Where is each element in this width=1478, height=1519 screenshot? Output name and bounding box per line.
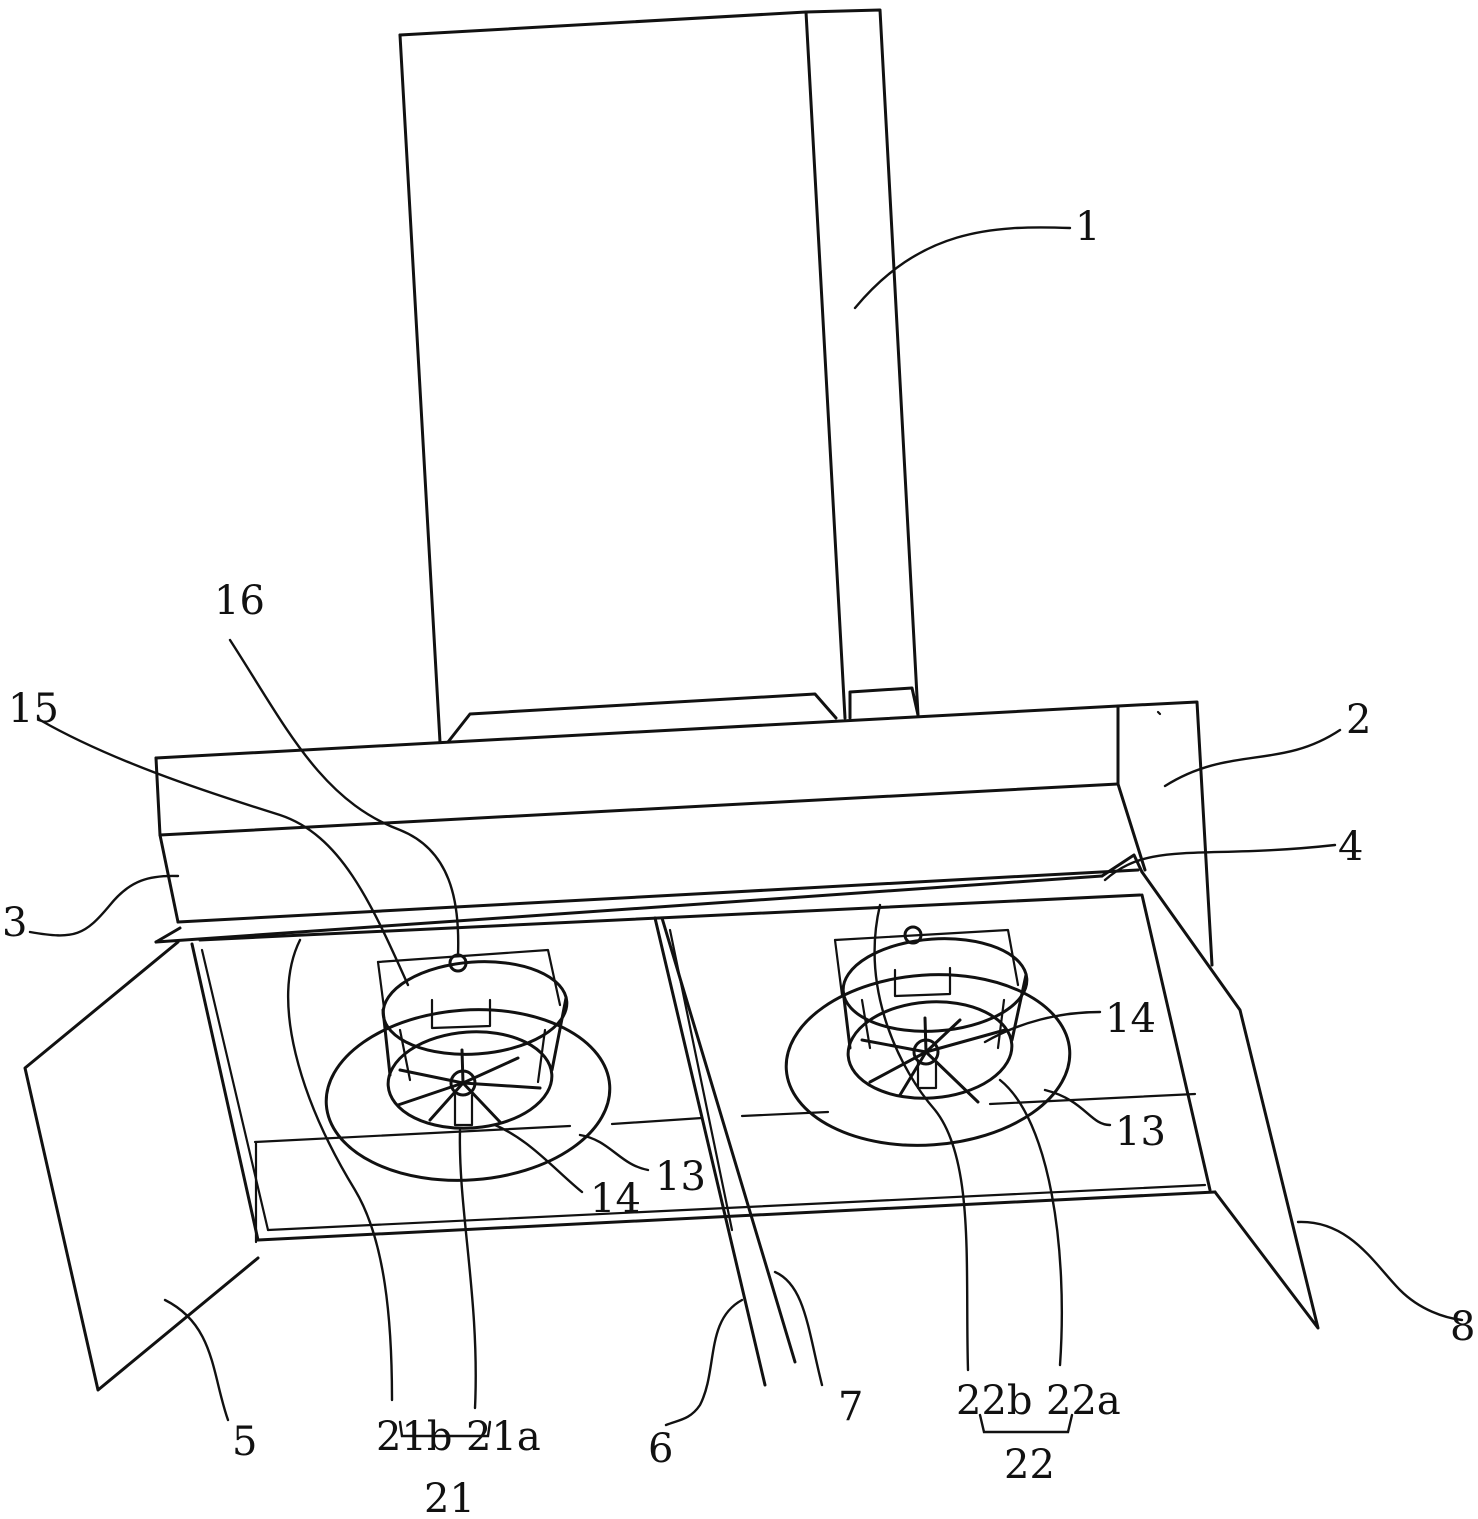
leader-8 [1296, 1220, 1464, 1322]
leader-21a [458, 1128, 477, 1410]
label-22: 22 [1004, 1442, 1055, 1488]
reference-numerals: 1 2 3 4 5 6 7 8 13 13 14 14 15 16 21b 21… [2, 204, 1475, 1519]
label-1: 1 [1075, 204, 1100, 250]
leader-2 [1163, 728, 1342, 788]
label-4: 4 [1338, 824, 1363, 870]
leader-21b [287, 938, 394, 1402]
label-22b: 22b [956, 1378, 1033, 1424]
label-7: 7 [838, 1384, 863, 1430]
bracket-21 [398, 1420, 492, 1438]
leader-13-left [578, 1133, 650, 1172]
leader-22b [873, 903, 970, 1372]
leader-14-right [983, 1010, 1102, 1044]
bracket-22 [978, 1413, 1074, 1434]
right-wing [1140, 870, 1320, 1330]
label-15: 15 [8, 686, 59, 732]
label-13-right: 13 [1115, 1109, 1166, 1155]
leader-16 [228, 638, 460, 957]
leader-6 [664, 1298, 744, 1427]
label-16: 16 [214, 578, 265, 624]
label-21: 21 [424, 1476, 475, 1519]
label-13-left: 13 [655, 1154, 706, 1200]
leader-14-left [493, 1123, 584, 1194]
leader-5 [163, 1298, 230, 1422]
left-fan-assembly [324, 948, 612, 1182]
front-strip [154, 853, 1144, 944]
label-14-left: 14 [590, 1176, 641, 1222]
label-22a: 22a [1046, 1378, 1121, 1424]
label-5: 5 [232, 1419, 257, 1465]
label-21b: 21b [376, 1414, 453, 1460]
flue-body [398, 8, 920, 744]
label-6: 6 [648, 1426, 673, 1472]
label-21a: 21a [466, 1414, 541, 1460]
inner-cavity [190, 893, 1217, 1244]
label-3: 3 [2, 900, 27, 946]
label-14-right: 14 [1105, 996, 1156, 1042]
label-2: 2 [1346, 697, 1371, 743]
leader-7 [773, 1270, 824, 1387]
leader-13-right [1043, 1088, 1112, 1127]
right-fan-assembly [784, 925, 1072, 1147]
leader-3 [28, 874, 180, 937]
leader-15 [38, 718, 410, 987]
label-8: 8 [1450, 1304, 1475, 1350]
leader-22a [998, 1078, 1064, 1367]
center-dividers [653, 916, 797, 1387]
left-wing [23, 940, 260, 1392]
hood-box [154, 700, 1214, 967]
leader-1 [853, 226, 1072, 310]
leader-4 [1103, 843, 1337, 882]
leader-lines [28, 226, 1464, 1438]
